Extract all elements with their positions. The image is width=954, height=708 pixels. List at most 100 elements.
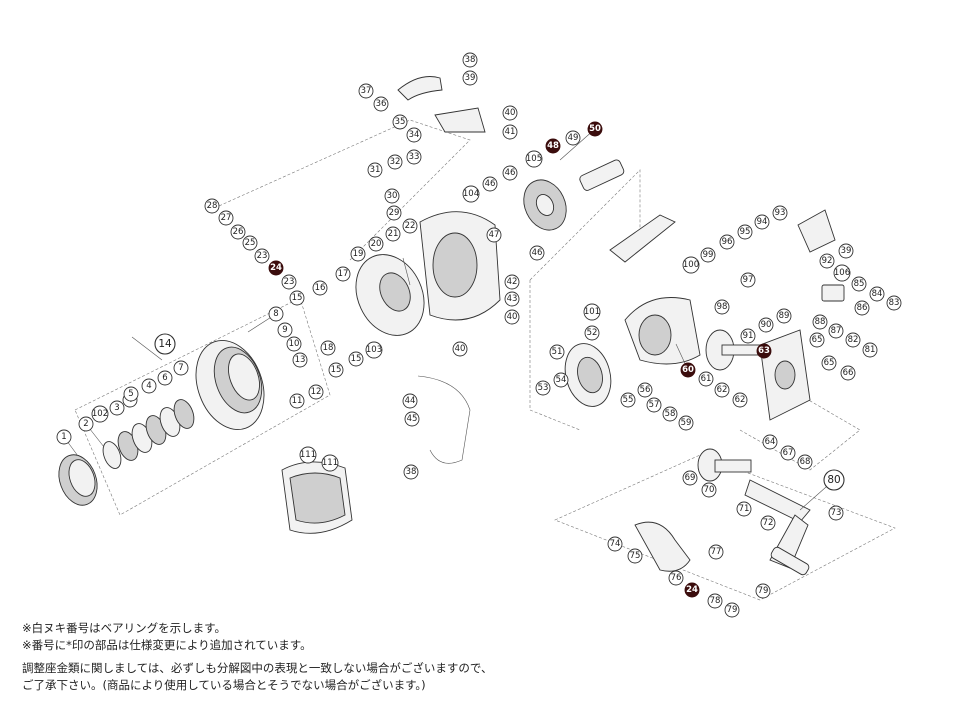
callout-7: 7 <box>173 360 189 376</box>
callout-15b: 15 <box>328 362 344 378</box>
callout-18: 18 <box>320 340 336 356</box>
callout-42: 42 <box>504 274 520 290</box>
callout-30: 30 <box>384 188 400 204</box>
svg-text:65: 65 <box>812 335 823 345</box>
spool-group-frame <box>74 297 331 516</box>
callout-26: 26 <box>230 224 246 240</box>
svg-text:71: 71 <box>739 504 750 514</box>
svg-text:23: 23 <box>257 251 268 261</box>
svg-text:37: 37 <box>361 86 372 96</box>
callout-28: 28 <box>204 198 220 214</box>
callout-85: 85 <box>851 276 867 292</box>
svg-text:6: 6 <box>162 373 167 383</box>
callout-49: 49 <box>565 130 581 146</box>
svg-text:15: 15 <box>331 365 342 375</box>
callout-95: 95 <box>737 224 753 240</box>
callout-22: 22 <box>402 218 418 234</box>
callout-93: 93 <box>772 205 788 221</box>
callout-102: 102 <box>91 405 109 423</box>
callout-46a: 46 <box>502 165 518 181</box>
svg-text:69: 69 <box>685 473 696 483</box>
rear-cap <box>797 209 836 253</box>
svg-text:111: 111 <box>300 450 316 460</box>
gear-group-frame <box>529 169 641 431</box>
drag-washer-stack <box>102 399 195 469</box>
svg-text:79: 79 <box>758 586 769 596</box>
callout-15a: 15 <box>289 290 305 306</box>
svg-text:86: 86 <box>857 303 868 313</box>
svg-text:15: 15 <box>292 293 303 303</box>
svg-text:29: 29 <box>389 208 400 218</box>
svg-text:36: 36 <box>376 99 387 109</box>
svg-text:60: 60 <box>682 365 694 375</box>
callout-75: 75 <box>627 548 643 564</box>
svg-text:83: 83 <box>889 298 900 308</box>
svg-text:105: 105 <box>526 154 542 164</box>
svg-text:42: 42 <box>507 277 518 287</box>
callout-3: 3 <box>109 400 125 416</box>
spool <box>195 339 265 431</box>
callout-68: 68 <box>797 454 813 470</box>
callout-103: 103 <box>365 341 383 359</box>
right-housing-frame <box>739 394 861 471</box>
callout-23b: 23 <box>281 274 297 290</box>
callout-90: 90 <box>758 317 774 333</box>
svg-text:88: 88 <box>815 317 826 327</box>
callout-78: 78 <box>707 593 723 609</box>
callout-20: 20 <box>368 236 384 252</box>
callout-8: 8 <box>268 306 284 322</box>
callout-55: 55 <box>620 392 636 408</box>
callout-106: 106 <box>833 264 851 282</box>
callout-92: 92 <box>819 253 835 269</box>
svg-text:46: 46 <box>532 248 543 258</box>
svg-text:22: 22 <box>405 221 416 231</box>
callout-69: 69 <box>682 470 698 486</box>
callout-84: 84 <box>869 286 885 302</box>
diagram-notes: ※白ヌキ番号はベアリングを示します。 ※番号に*印の部品は仕様変更により追加され… <box>22 620 922 694</box>
bail-arm <box>397 76 486 133</box>
svg-text:39: 39 <box>465 73 476 83</box>
svg-text:12: 12 <box>311 387 322 397</box>
callout-73: 73 <box>828 505 844 521</box>
callout-79b: 79 <box>755 583 771 599</box>
svg-text:33: 33 <box>409 152 420 162</box>
svg-text:27: 27 <box>221 213 232 223</box>
callout-40c: 40 <box>452 341 468 357</box>
callout-54: 54 <box>553 372 569 388</box>
svg-text:51: 51 <box>552 347 563 357</box>
callout-9: 9 <box>277 322 293 338</box>
callout-6: 6 <box>157 370 173 386</box>
svg-text:81: 81 <box>865 345 876 355</box>
svg-text:62: 62 <box>735 395 746 405</box>
svg-text:77: 77 <box>711 547 722 557</box>
svg-text:70: 70 <box>704 485 715 495</box>
note-bearing: ※白ヌキ番号はベアリングを示します。 <box>22 621 226 635</box>
callout-46c: 46 <box>529 245 545 261</box>
callout-46b: 46 <box>482 176 498 192</box>
callout-76: 76 <box>668 570 684 586</box>
bail-wire <box>417 375 471 464</box>
svg-text:92: 92 <box>822 256 833 266</box>
svg-text:21: 21 <box>388 229 399 239</box>
svg-text:94: 94 <box>757 217 768 227</box>
rotor <box>419 211 501 321</box>
svg-text:18: 18 <box>323 343 334 353</box>
oscillation-slider <box>609 214 676 263</box>
callout-34: 34 <box>406 127 422 143</box>
callout-41: 41 <box>502 124 518 140</box>
svg-text:17: 17 <box>338 269 349 279</box>
callout-88: 88 <box>812 314 828 330</box>
svg-text:67: 67 <box>783 448 794 458</box>
callout-80: 80 <box>823 469 845 491</box>
svg-text:61: 61 <box>701 374 712 384</box>
callout-62b: 62 <box>732 392 748 408</box>
svg-text:75: 75 <box>630 551 641 561</box>
svg-text:59: 59 <box>681 418 692 428</box>
callout-50: 50 <box>587 121 603 137</box>
svg-text:104: 104 <box>463 189 479 199</box>
callout-45: 45 <box>404 411 420 427</box>
callout-5: 5 <box>123 386 139 402</box>
body-housing <box>624 297 701 365</box>
svg-text:101: 101 <box>584 307 600 317</box>
callout-52: 52 <box>584 325 600 341</box>
